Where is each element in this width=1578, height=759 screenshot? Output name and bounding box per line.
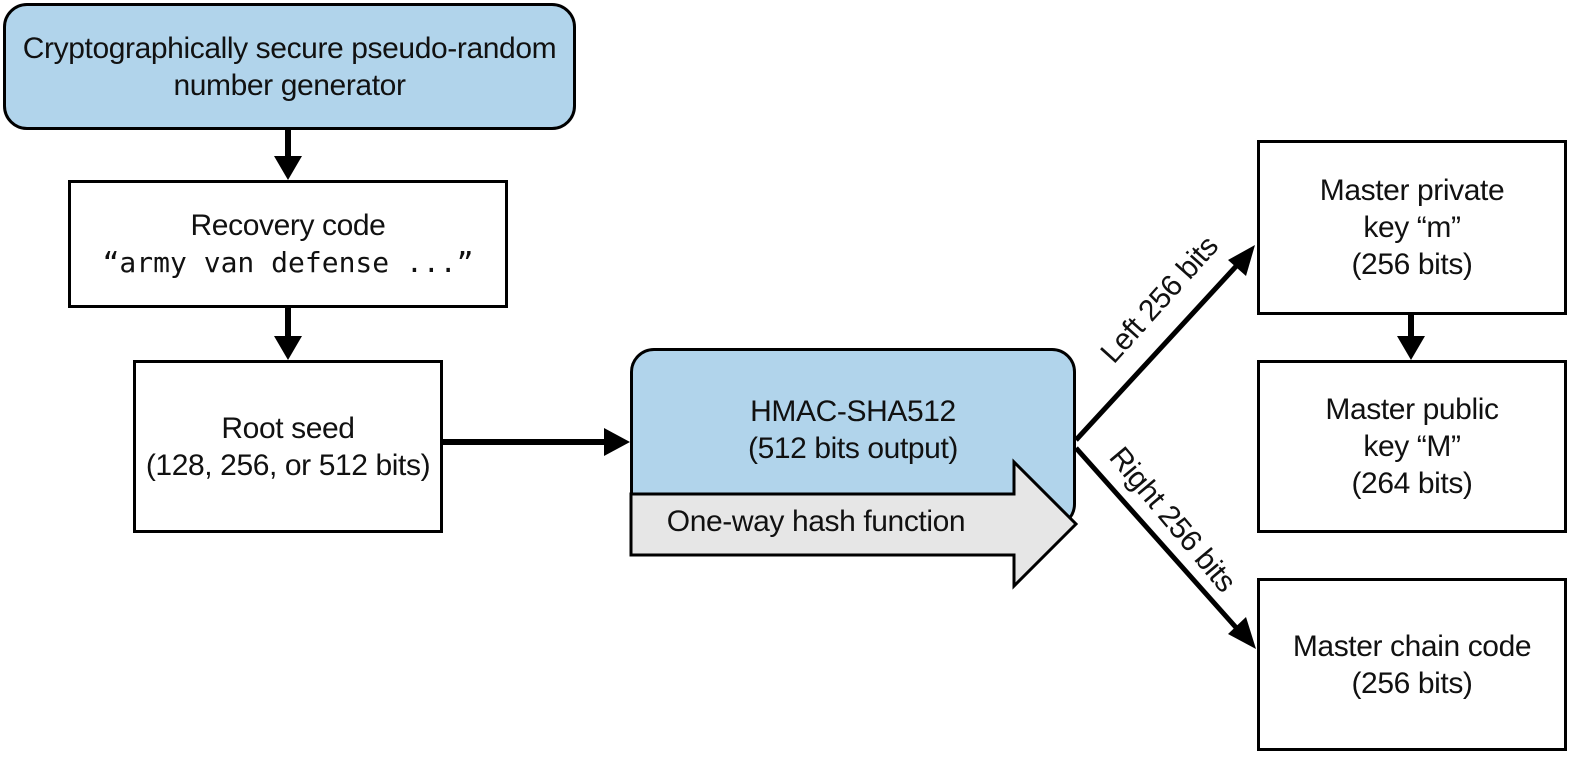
recovery-code-node: Recovery code “army van defense ...” (68, 180, 508, 308)
root-seed-node: Root seed (128, 256, or 512 bits) (133, 360, 443, 533)
recovery-code-title: Recovery code (190, 209, 386, 242)
csprng-line-2: number generator (173, 68, 406, 102)
hash-function-label: One-way hash function (666, 505, 966, 538)
hmac-title: HMAC-SHA512 (750, 395, 956, 428)
master-private-key-line-3: (256 bits) (1351, 248, 1473, 281)
master-private-key-line-1: Master private (1319, 174, 1505, 207)
root-seed-detail: (128, 256, or 512 bits) (145, 448, 431, 482)
master-chain-code-line-2: (256 bits) (1351, 666, 1473, 700)
csprng-node: Cryptographically secure pseudo-random n… (3, 3, 576, 130)
hmac-detail: (512 bits output) (748, 432, 958, 465)
master-private-key-line-2: key “m” (1363, 211, 1461, 244)
master-private-key-node: Master private key “m” (256 bits) (1257, 140, 1567, 315)
arrow-left-branch (1074, 245, 1255, 442)
csprng-line-1: Cryptographically secure pseudo-random (22, 31, 557, 65)
arrow-recovery-to-seed (274, 308, 302, 360)
hmac-sha512-node: HMAC-SHA512 (512 bits output) (630, 348, 1076, 528)
arrow-right-branch (1074, 446, 1256, 649)
master-public-key-line-1: Master public (1325, 393, 1499, 426)
master-public-key-line-2: key “M” (1363, 430, 1461, 463)
master-chain-code-line-1: Master chain code (1292, 629, 1532, 663)
master-public-key-line-3: (264 bits) (1351, 467, 1473, 500)
master-chain-code-node: Master chain code (256 bits) (1257, 578, 1567, 751)
arrow-seed-to-hmac (443, 428, 630, 456)
recovery-code-phrase: “army van defense ...” (102, 246, 474, 279)
arrow-private-to-public (1397, 315, 1425, 360)
root-seed-title: Root seed (221, 411, 355, 445)
master-public-key-node: Master public key “M” (264 bits) (1257, 360, 1567, 533)
arrow-csprng-to-recovery (274, 130, 302, 180)
